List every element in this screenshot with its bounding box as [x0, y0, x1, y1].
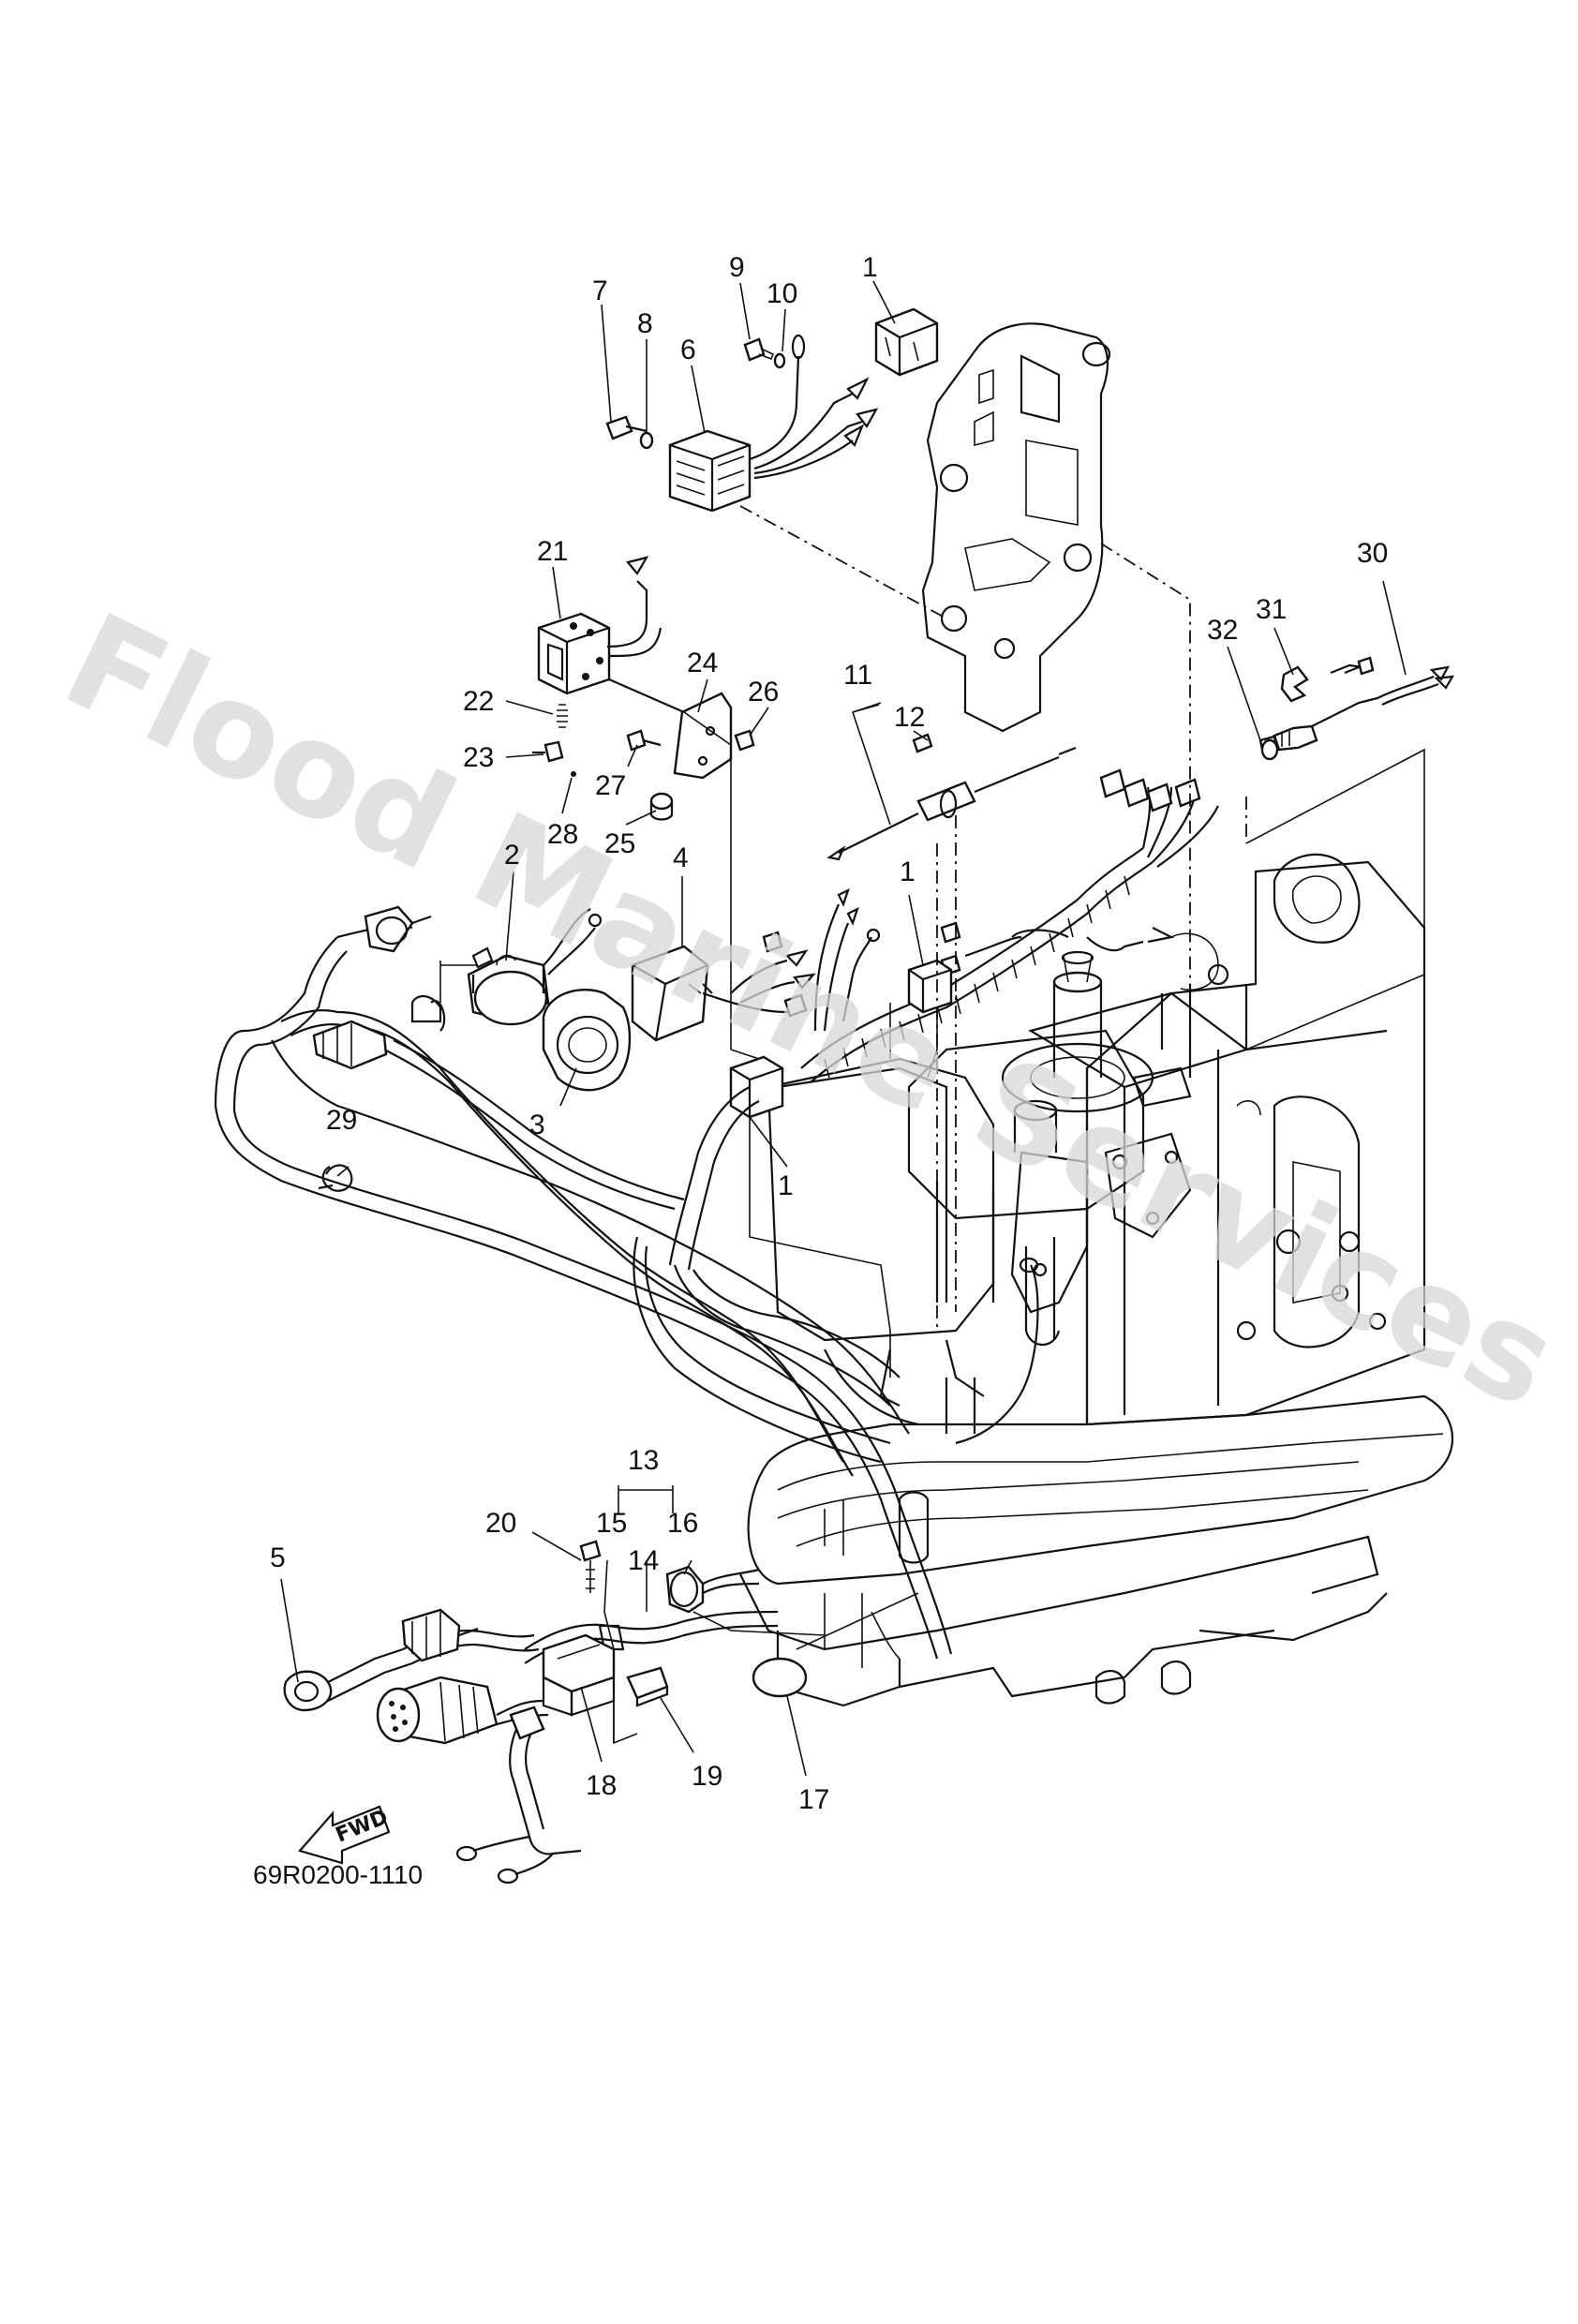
- solenoid-group: [467, 908, 713, 1092]
- callout-26: 26: [748, 677, 779, 708]
- callout-32: 32: [1207, 615, 1238, 646]
- bottom-cowling: [739, 1339, 1454, 1707]
- callout-leaders: [280, 280, 1407, 1777]
- callout-6: 6: [680, 335, 696, 365]
- fwd-label: FWD: [333, 1806, 392, 1848]
- callout-16: 16: [667, 1508, 698, 1539]
- callout-11: 11: [843, 660, 872, 691]
- callout-28: 28: [547, 819, 578, 850]
- callout-22: 22: [463, 686, 494, 717]
- callout-12: 12: [894, 702, 925, 733]
- callout-8: 8: [637, 308, 653, 339]
- solenoid-bracket-group: [532, 556, 755, 821]
- callout-31: 31: [1256, 594, 1287, 625]
- callout-29: 29: [326, 1105, 357, 1136]
- callout-2: 2: [504, 840, 520, 871]
- callout-21: 21: [537, 536, 568, 567]
- callout-20: 20: [485, 1508, 516, 1539]
- callout-19: 19: [692, 1761, 722, 1792]
- lower-harness-group: [283, 1540, 808, 1885]
- forward-arrow: FWD: [298, 1805, 392, 1865]
- callout-1-left: 1: [778, 1170, 794, 1201]
- callout-23: 23: [463, 742, 494, 773]
- part-1-top-block: [874, 307, 939, 377]
- bracket-assembly: [921, 322, 1111, 733]
- callout-5: 5: [270, 1542, 286, 1573]
- callout-13: 13: [628, 1445, 659, 1476]
- callout-15: 15: [596, 1508, 627, 1539]
- callout-30: 30: [1357, 538, 1388, 569]
- callout-1-middle: 1: [900, 857, 916, 887]
- diagram-code: 69R0200-1110: [253, 1860, 423, 1889]
- callout-25: 25: [604, 828, 635, 859]
- callout-10: 10: [767, 278, 797, 309]
- callout-9: 9: [729, 252, 745, 283]
- thermo-sensor-group: [1258, 656, 1455, 761]
- callout-24: 24: [687, 648, 718, 678]
- callout-27: 27: [595, 770, 626, 801]
- engine-block: [1028, 853, 1426, 1426]
- reference-lines: [439, 505, 1425, 1743]
- callout-7: 7: [592, 276, 608, 306]
- watermark: Flood Marine Services: [42, 585, 1578, 1438]
- clip-29: [318, 1164, 353, 1192]
- battery-cables: [214, 905, 1039, 1660]
- callout-18: 18: [586, 1770, 617, 1801]
- callout-4: 4: [673, 842, 689, 873]
- callout-17: 17: [798, 1784, 829, 1815]
- callout-14: 14: [628, 1545, 659, 1576]
- callout-3: 3: [529, 1110, 545, 1140]
- callout-1-top: 1: [862, 252, 878, 283]
- regulator-assembly: [605, 334, 879, 513]
- callout-labels: 1 7 8 6 9 10 21 22 23 28 24 26 27 25 2 4…: [270, 252, 1388, 1815]
